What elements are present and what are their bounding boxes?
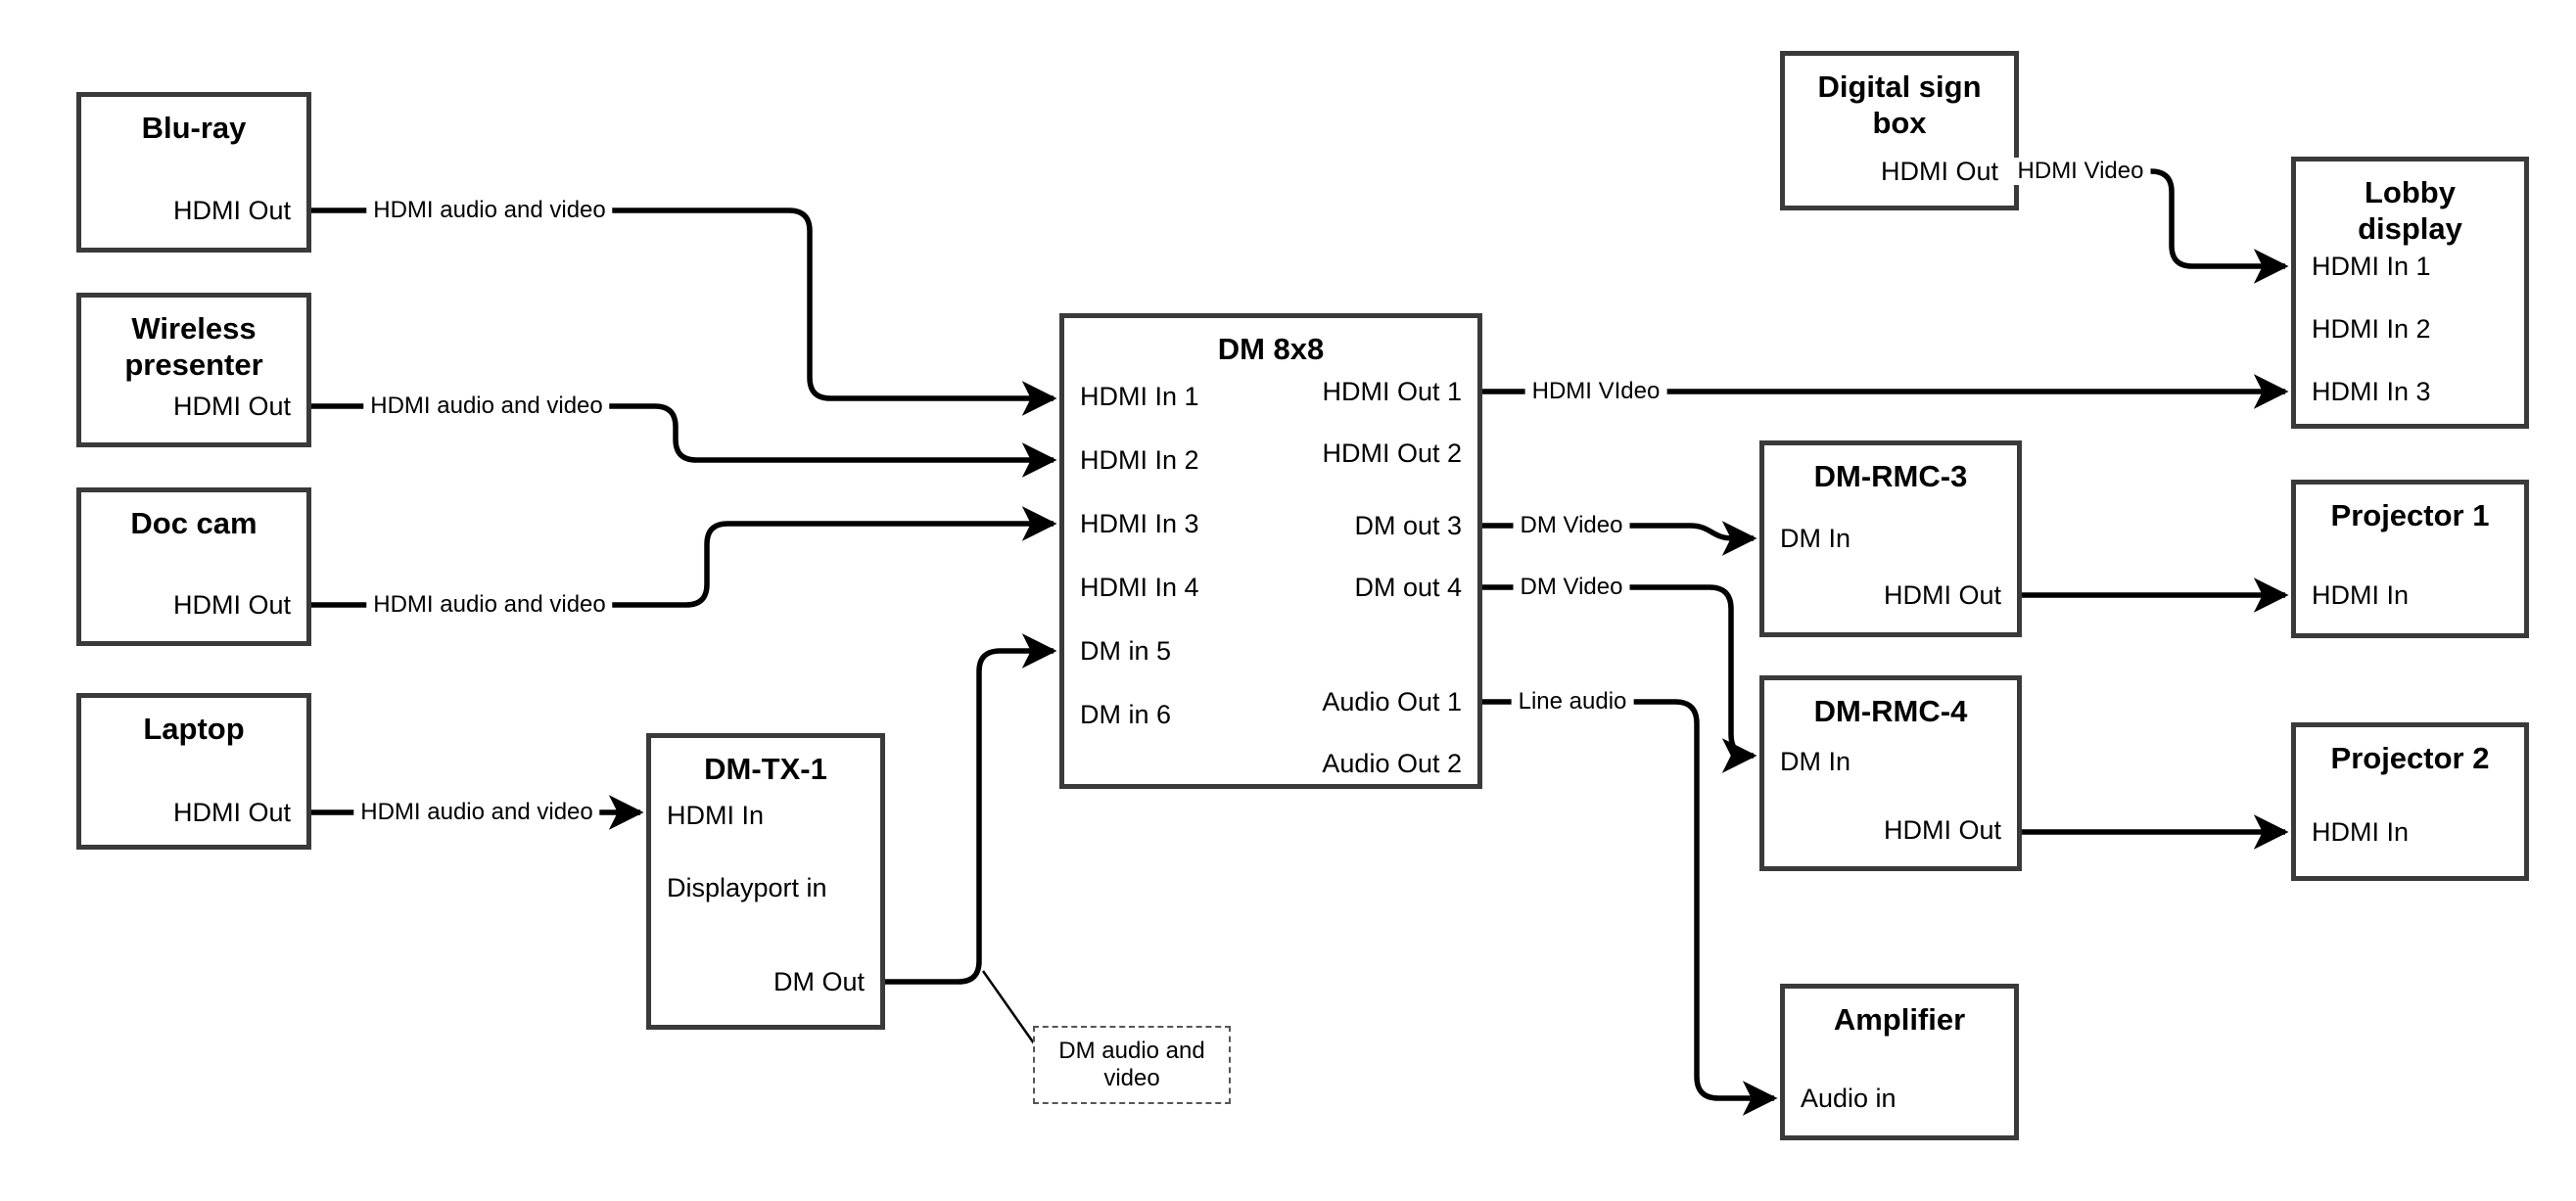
port-hdmi-out: HDMI Out <box>1880 157 1998 186</box>
annotation-dm-audio-video[interactable]: DM audio and video <box>1033 1026 1231 1104</box>
node-title: DM-TX-1 <box>704 752 827 786</box>
node-dm-rmc-3[interactable]: DM-RMC-3 DM In HDMI Out <box>1759 440 2022 637</box>
port-dm-out: DM Out <box>773 967 865 996</box>
port-audio-out-1: Audio Out 1 <box>1322 687 1462 716</box>
node-projector-1[interactable]: Projector 1 HDMI In <box>2291 480 2529 638</box>
node-title: Digital sign box <box>1817 69 1982 140</box>
edge-label-wireless: HDMI audio and video <box>363 393 610 420</box>
node-dm-tx-1[interactable]: DM-TX-1 HDMI In Displayport in DM Out <box>646 733 885 1030</box>
edge-label-bluray: HDMI audio and video <box>366 197 613 224</box>
node-title: Wireless presenter <box>124 311 263 382</box>
port-hdmi-in-3: HDMI In 3 <box>2312 377 2431 406</box>
edge-wireless-to-hdmi-in-2 <box>311 403 1057 478</box>
port-hdmi-in-2: HDMI In 2 <box>2312 314 2431 344</box>
node-digital-sign-box[interactable]: Digital sign box HDMI Out <box>1780 51 2019 210</box>
port-dm-out-3: DM out 3 <box>1354 511 1462 540</box>
annotation-callout-line <box>981 970 1036 1044</box>
node-title: DM-RMC-3 <box>1813 459 1968 493</box>
port-hdmi-out-1: HDMI Out 1 <box>1322 377 1462 406</box>
port-dm-in-6: DM in 6 <box>1080 700 1172 729</box>
node-title: Lobby display <box>2358 175 2462 246</box>
edge-label-hdmi-out-1: HDMI VIdeo <box>1524 378 1667 405</box>
port-dm-in: DM In <box>1780 747 1851 776</box>
edge-dmtx1-to-dm-in-5 <box>885 633 1057 985</box>
port-dm-out-4: DM out 4 <box>1354 573 1462 602</box>
port-hdmi-out: HDMI Out <box>1883 580 2001 610</box>
edge-label-laptop: HDMI audio and video <box>353 799 600 826</box>
port-hdmi-in-1: HDMI In 1 <box>1080 382 1199 411</box>
edge-doccam-to-hdmi-in-3 <box>311 506 1057 608</box>
node-title: Projector 2 <box>2330 741 2490 775</box>
port-audio-in: Audio in <box>1801 1084 1897 1113</box>
node-doc-cam[interactable]: Doc cam HDMI Out <box>76 487 311 646</box>
port-hdmi-in-4: HDMI In 4 <box>1080 573 1199 602</box>
node-bluray[interactable]: Blu-ray HDMI Out <box>76 92 311 253</box>
annotation-text: DM audio and video <box>1058 1038 1205 1091</box>
port-hdmi-out: HDMI Out <box>172 196 291 225</box>
port-hdmi-out: HDMI Out <box>172 392 291 421</box>
edge-signbox-to-lobby <box>2019 168 2289 284</box>
node-title: Blu-ray <box>141 111 247 145</box>
node-title: DM-RMC-4 <box>1813 694 1968 728</box>
node-lobby-display[interactable]: Lobby display HDMI In 1 HDMI In 2 HDMI I… <box>2291 157 2529 429</box>
port-hdmi-in: HDMI In <box>667 801 765 830</box>
port-hdmi-in-1: HDMI In 1 <box>2312 252 2431 281</box>
port-hdmi-out: HDMI Out <box>172 590 291 620</box>
edge-dm-out-3-to-rmc3 <box>1482 521 1757 556</box>
edge-label-audio-out-1: Line audio <box>1511 688 1634 716</box>
port-hdmi-in: HDMI In <box>2312 580 2410 610</box>
node-title: Doc cam <box>130 506 258 540</box>
node-wireless-presenter[interactable]: Wireless presenter HDMI Out <box>76 293 311 447</box>
port-hdmi-out: HDMI Out <box>1883 815 2001 845</box>
node-title: Amplifier <box>1833 1002 1966 1037</box>
port-dm-in-5: DM in 5 <box>1080 636 1172 666</box>
edge-audio-out-1-to-amplifier <box>1482 699 1778 1116</box>
node-title: Projector 1 <box>2330 498 2490 532</box>
node-laptop[interactable]: Laptop HDMI Out <box>76 693 311 850</box>
port-audio-out-2: Audio Out 2 <box>1322 749 1462 778</box>
edge-label-dm-out-3: DM Video <box>1513 512 1630 539</box>
node-projector-2[interactable]: Projector 2 HDMI In <box>2291 722 2529 881</box>
edge-label-doccam: HDMI audio and video <box>366 591 613 619</box>
node-title: Laptop <box>143 712 245 746</box>
edge-label-signbox: HDMI Video <box>2010 158 2151 185</box>
edge-bluray-to-hdmi-in-1 <box>311 208 1057 416</box>
port-hdmi-in-3: HDMI In 3 <box>1080 509 1199 538</box>
node-title: DM 8x8 <box>1217 332 1325 366</box>
edge-label-dm-out-4: DM Video <box>1513 574 1630 601</box>
node-dm-8x8[interactable]: DM 8x8 HDMI In 1 HDMI In 2 HDMI In 3 HDM… <box>1059 313 1482 789</box>
port-displayport-in: Displayport in <box>667 873 827 902</box>
port-hdmi-out-2: HDMI Out 2 <box>1322 439 1462 468</box>
port-hdmi-in: HDMI In <box>2312 817 2410 847</box>
port-dm-in: DM In <box>1780 524 1851 553</box>
port-hdmi-out: HDMI Out <box>172 798 291 827</box>
node-amplifier[interactable]: Amplifier Audio in <box>1780 984 2019 1140</box>
edge-dm-out-4-to-rmc4 <box>1482 584 1757 773</box>
port-hdmi-in-2: HDMI In 2 <box>1080 445 1199 475</box>
node-dm-rmc-4[interactable]: DM-RMC-4 DM In HDMI Out <box>1759 675 2022 871</box>
